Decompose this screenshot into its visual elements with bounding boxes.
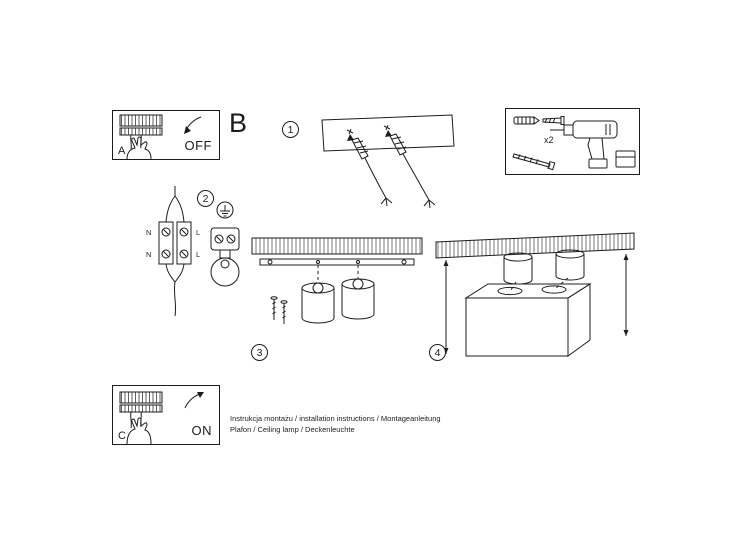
turn-on-arrow-icon bbox=[184, 392, 204, 409]
screw-icon bbox=[542, 116, 565, 125]
power-on-label: ON bbox=[191, 423, 212, 438]
drill-icon bbox=[550, 120, 618, 169]
turn-off-arrow-icon bbox=[184, 116, 202, 134]
dimension-right bbox=[623, 254, 629, 336]
alignment-lines bbox=[317, 265, 359, 283]
step-3-mounting-illustration bbox=[251, 237, 423, 324]
wire-label-l-top: L bbox=[196, 228, 200, 237]
footer-line-2: Plafon / Ceiling lamp / Deckenleuchte bbox=[230, 425, 355, 434]
lamp-cylinder-icon bbox=[341, 278, 375, 320]
dimension-left bbox=[443, 260, 449, 354]
section-b-label: B bbox=[229, 108, 248, 138]
wire-label-l-bottom: L bbox=[196, 250, 200, 259]
mounting-bracket-icon bbox=[259, 258, 415, 266]
panel-power-off: A OFF bbox=[112, 110, 220, 160]
ceiling-icon bbox=[251, 237, 423, 255]
footer: Instrukcja montażu / installation instru… bbox=[230, 413, 441, 435]
footer-line-1: Instrukcja montażu / installation instru… bbox=[230, 414, 441, 423]
mains-cable-icon bbox=[165, 186, 185, 223]
power-on-illustration bbox=[119, 391, 204, 444]
connector-icon bbox=[210, 227, 240, 251]
anchor-quantity-label: x2 bbox=[544, 135, 554, 145]
lamp-cylinder-icon bbox=[503, 252, 533, 285]
step-1-badge: 1 bbox=[282, 121, 299, 138]
long-screw-icon bbox=[512, 153, 556, 171]
tools-box: x2 bbox=[505, 108, 640, 175]
terminal-block-icon bbox=[158, 221, 192, 265]
terminal-strip-icon bbox=[119, 391, 163, 413]
anchor-wire-icon bbox=[385, 130, 436, 209]
power-off-illustration bbox=[119, 114, 202, 159]
step-2-badge: 2 bbox=[197, 190, 214, 207]
lamp-cylinder-icon bbox=[555, 249, 585, 281]
screws-icon bbox=[270, 296, 288, 324]
terminal-strip-icon bbox=[119, 114, 163, 136]
ceiling-icon bbox=[435, 232, 635, 259]
step-3-badge: 3 bbox=[251, 344, 268, 361]
battery-pack-icon bbox=[615, 150, 636, 168]
lamp-body-icon bbox=[464, 283, 592, 357]
step-4-badge: 4 bbox=[429, 344, 446, 361]
tools-illustration: x2 bbox=[512, 116, 636, 171]
wall-plug-icon bbox=[513, 116, 540, 125]
panel-c-label: C bbox=[118, 430, 126, 442]
power-off-label: OFF bbox=[184, 138, 212, 153]
mount-hole-icon bbox=[383, 124, 391, 131]
wire-label-n-top: N bbox=[146, 228, 151, 237]
lamp-cable-icon bbox=[165, 263, 185, 317]
hand-icon bbox=[126, 417, 152, 444]
wire-label-n-bottom: N bbox=[146, 250, 151, 259]
ground-symbol-icon bbox=[216, 201, 234, 219]
anchor-wire-icon bbox=[347, 134, 393, 207]
step-2-wiring-illustration: N L N L bbox=[146, 186, 240, 317]
hand-icon bbox=[126, 136, 152, 159]
cable-gland-icon bbox=[210, 249, 240, 287]
panel-a-label: A bbox=[118, 145, 126, 157]
lamp-cylinder-icon bbox=[301, 282, 335, 324]
panel-power-on: C ON bbox=[112, 385, 220, 445]
step-1-anchor-illustration bbox=[321, 114, 455, 209]
mount-hole-icon bbox=[346, 128, 354, 135]
step-4-body-illustration bbox=[435, 232, 635, 357]
